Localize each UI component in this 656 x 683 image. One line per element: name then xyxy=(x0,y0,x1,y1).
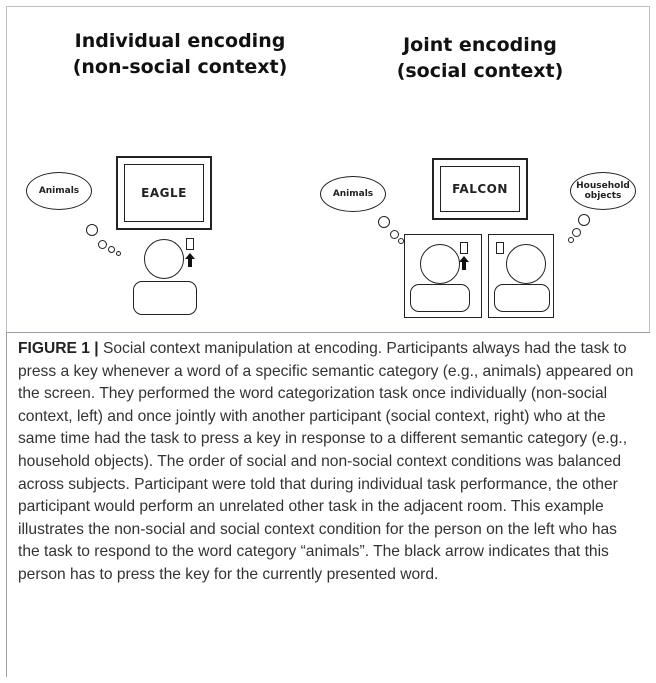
left-monitor: EAGLE xyxy=(116,156,212,230)
left-person-head xyxy=(144,239,184,279)
left-person-torso xyxy=(133,281,197,315)
thought-dot xyxy=(378,216,390,228)
left-key-icon xyxy=(186,238,194,250)
thought-dot xyxy=(390,230,399,239)
right-thought-bubble-left: Animals xyxy=(320,176,386,212)
figure-label: FIGURE 1 | xyxy=(18,340,99,357)
left-title-line1: Individual encoding xyxy=(74,30,286,52)
figure-frame xyxy=(6,6,650,332)
caption-text: Social context manipulation at encoding.… xyxy=(18,340,634,583)
joint-right-person-head xyxy=(506,244,546,284)
figure-caption: FIGURE 1 | Social context manipulation a… xyxy=(18,338,642,587)
right-bubble-left-label: Animals xyxy=(332,189,374,199)
left-bubble-label: Animals xyxy=(38,186,80,196)
left-monitor-word: EAGLE xyxy=(124,164,204,222)
thought-dot xyxy=(86,224,98,236)
left-thought-bubble: Animals xyxy=(26,172,92,210)
left-title-line2: (non-social context) xyxy=(72,56,288,78)
joint-left-person-torso xyxy=(410,284,470,312)
left-press-arrow-icon xyxy=(185,253,195,267)
right-bubble-right-line1: Household xyxy=(576,181,630,191)
thought-dot xyxy=(578,214,590,226)
thought-dot xyxy=(568,237,574,243)
caption-rule xyxy=(6,332,650,333)
joint-left-key-icon xyxy=(460,242,468,254)
right-bubble-right-line2: objects xyxy=(584,191,622,201)
right-thought-bubble-right: Household objects xyxy=(570,172,636,210)
right-panel-title: Joint encoding (social context) xyxy=(360,32,600,84)
joint-left-person-head xyxy=(420,244,460,284)
left-panel-title: Individual encoding (non-social context) xyxy=(60,28,300,80)
right-title-line1: Joint encoding xyxy=(403,34,557,56)
joint-right-person-torso xyxy=(494,284,550,312)
thought-dot xyxy=(116,251,121,256)
joint-right-key-icon xyxy=(496,242,504,254)
right-monitor-word: FALCON xyxy=(440,166,520,212)
thought-dot xyxy=(572,228,581,237)
caption-bar xyxy=(6,333,7,677)
right-title-line2: (social context) xyxy=(396,60,564,82)
thought-dot xyxy=(108,246,115,253)
thought-dot xyxy=(98,240,107,249)
right-monitor: FALCON xyxy=(432,158,528,220)
joint-left-press-arrow-icon xyxy=(459,256,469,270)
thought-dot xyxy=(398,238,404,244)
